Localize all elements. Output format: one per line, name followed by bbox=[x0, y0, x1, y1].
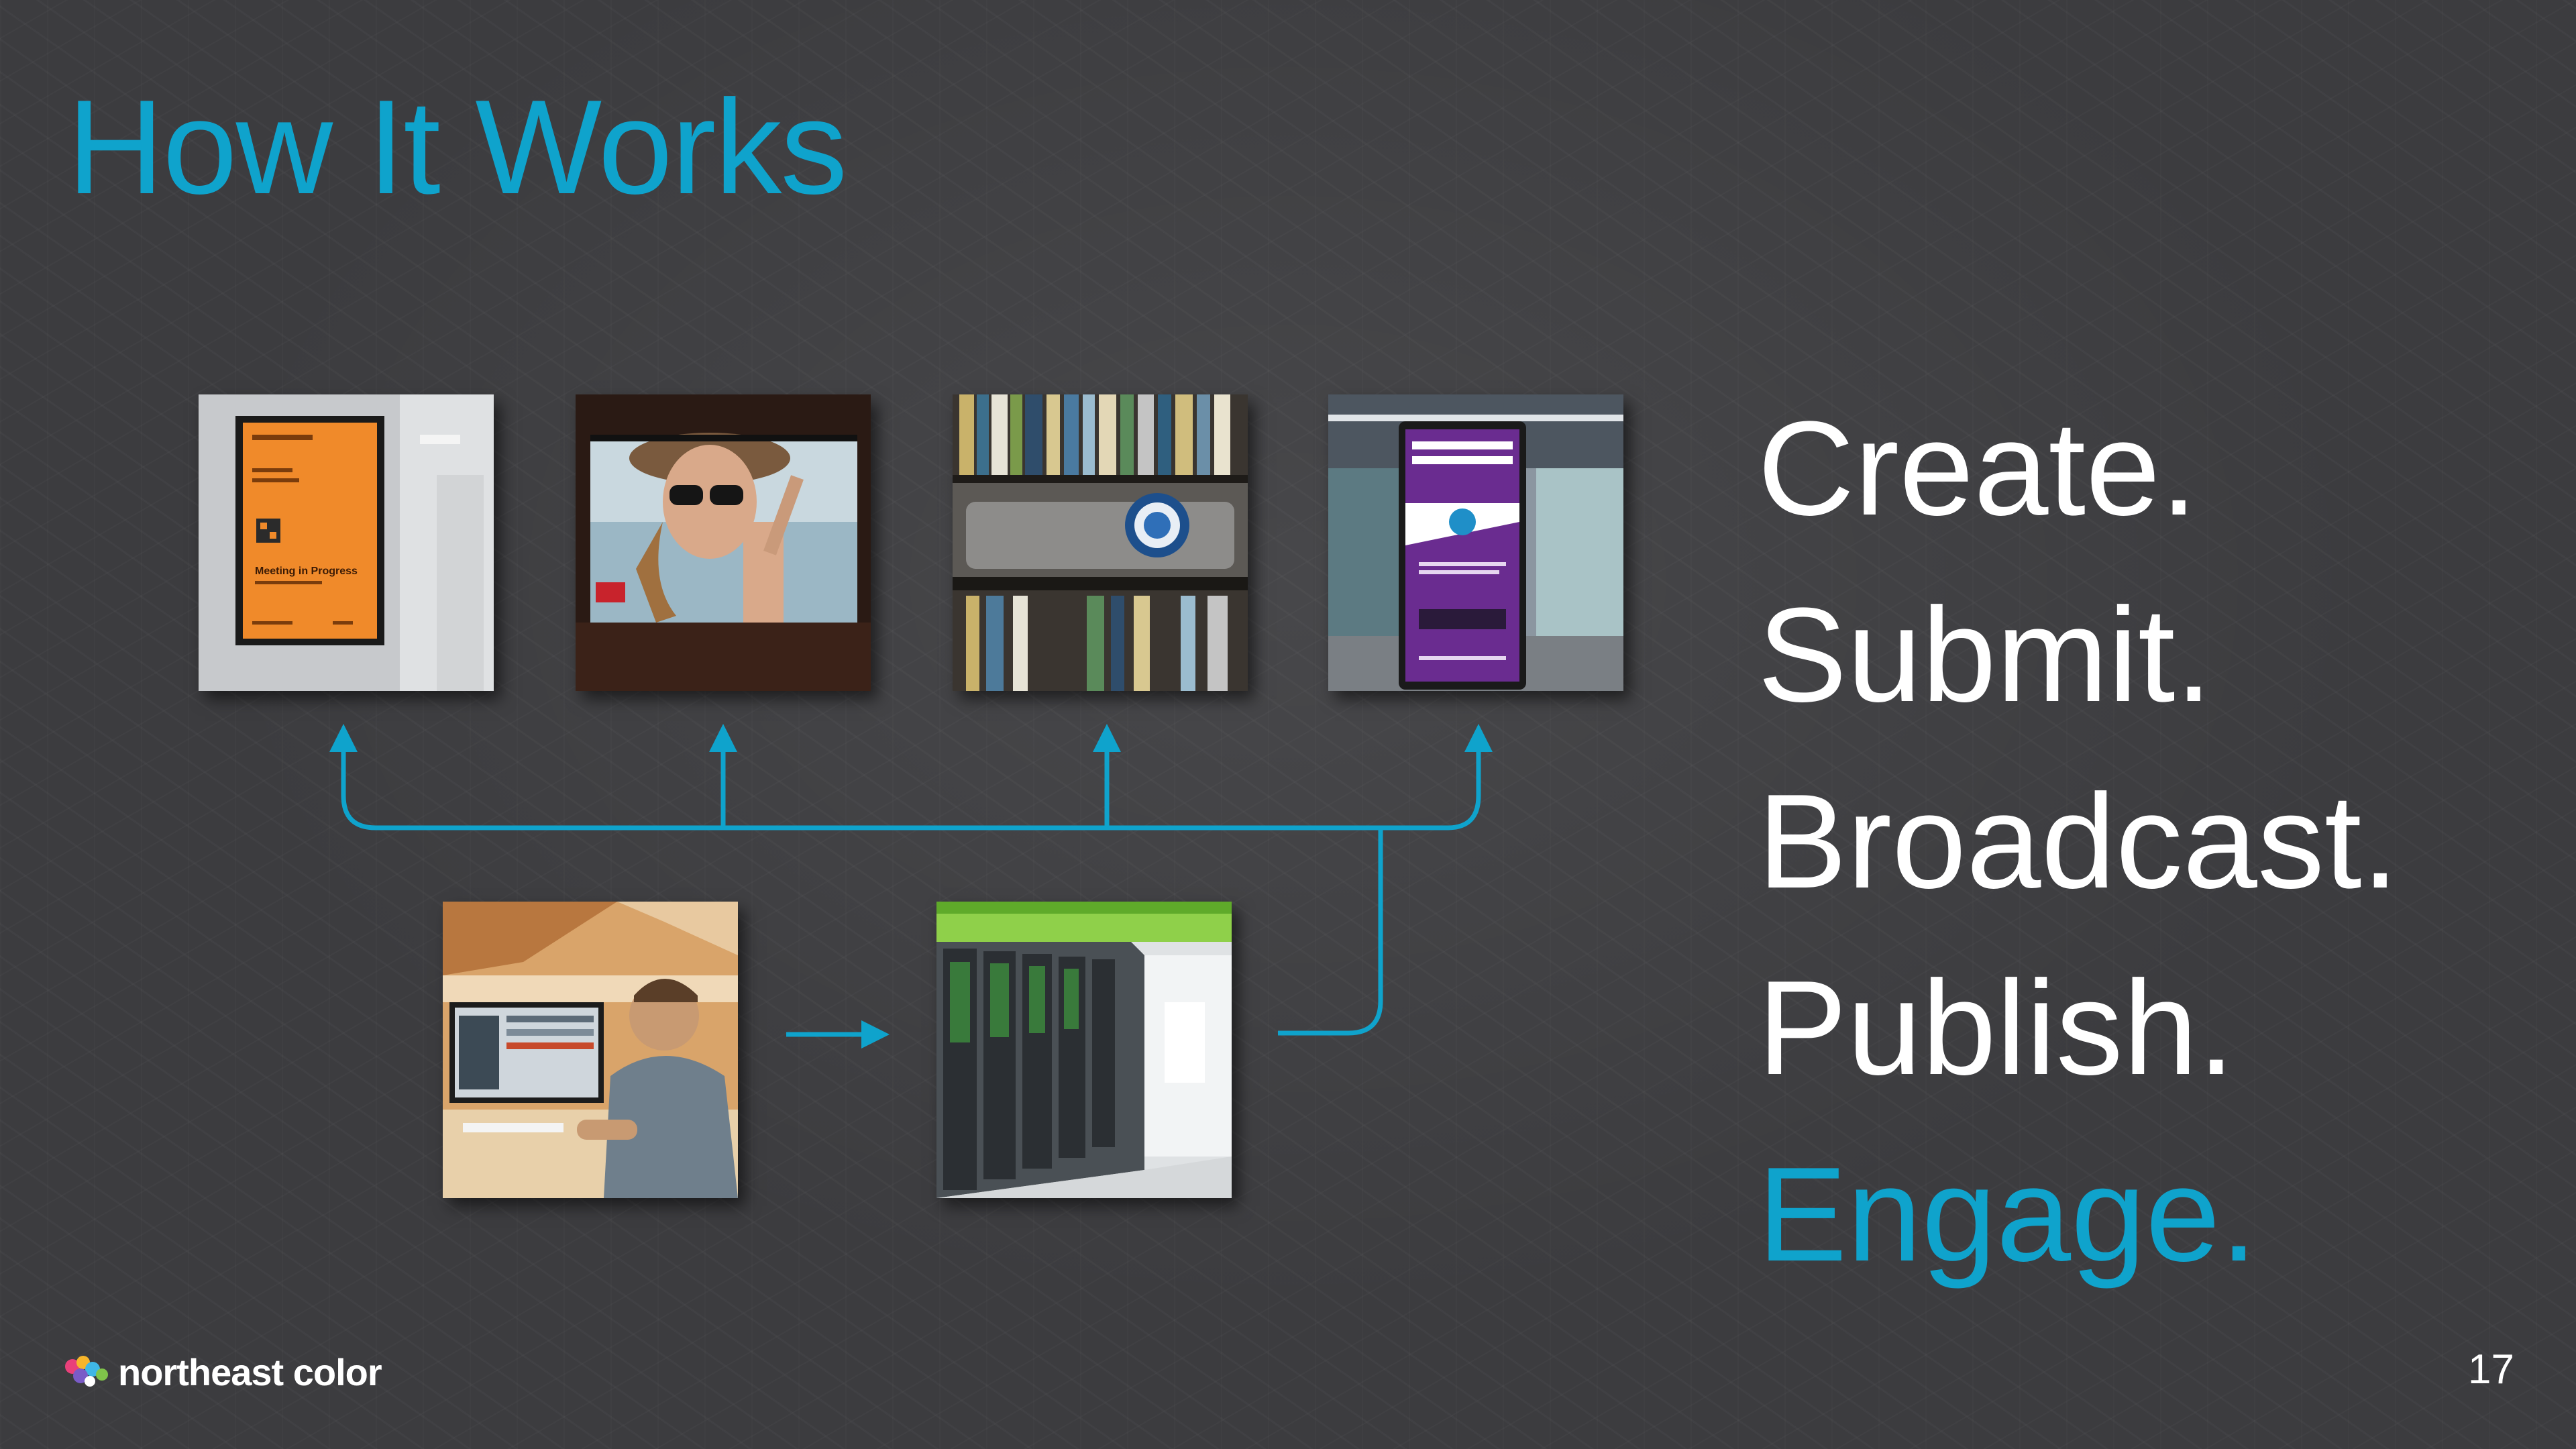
connector-to-server bbox=[1278, 828, 1383, 1036]
color-dots-logo-icon bbox=[65, 1356, 108, 1387]
step-submit: Submit. bbox=[1758, 580, 2213, 730]
screen-meeting-text: Meeting in Progress bbox=[255, 566, 358, 577]
slide-title: How It Works bbox=[67, 72, 847, 222]
step-engage: Engage. bbox=[1758, 1140, 2258, 1289]
step-publish: Publish. bbox=[1758, 953, 2235, 1103]
step-create: Create. bbox=[1758, 394, 2198, 543]
designer-at-workstation-photo bbox=[443, 902, 738, 1198]
page-number: 17 bbox=[2468, 1346, 2514, 1393]
northeast-color-logo: northeast color bbox=[63, 1342, 382, 1402]
sunglasses-ad-display-photo bbox=[576, 394, 871, 691]
step-broadcast: Broadcast. bbox=[1758, 767, 2400, 916]
logo-wordmark: northeast color bbox=[118, 1350, 382, 1393]
server-room-photo bbox=[936, 902, 1232, 1198]
airport-kiosk-display-photo bbox=[1328, 394, 1623, 691]
arrow-to-kiosk-display bbox=[1447, 724, 1493, 830]
arrow-to-meeting-display bbox=[329, 724, 376, 830]
projector-photo bbox=[953, 394, 1248, 691]
meeting-room-display-photo: Meeting in Progress bbox=[199, 394, 494, 691]
steps-list: Create. Submit. Broadcast. Publish. Enga… bbox=[1758, 376, 2399, 1308]
